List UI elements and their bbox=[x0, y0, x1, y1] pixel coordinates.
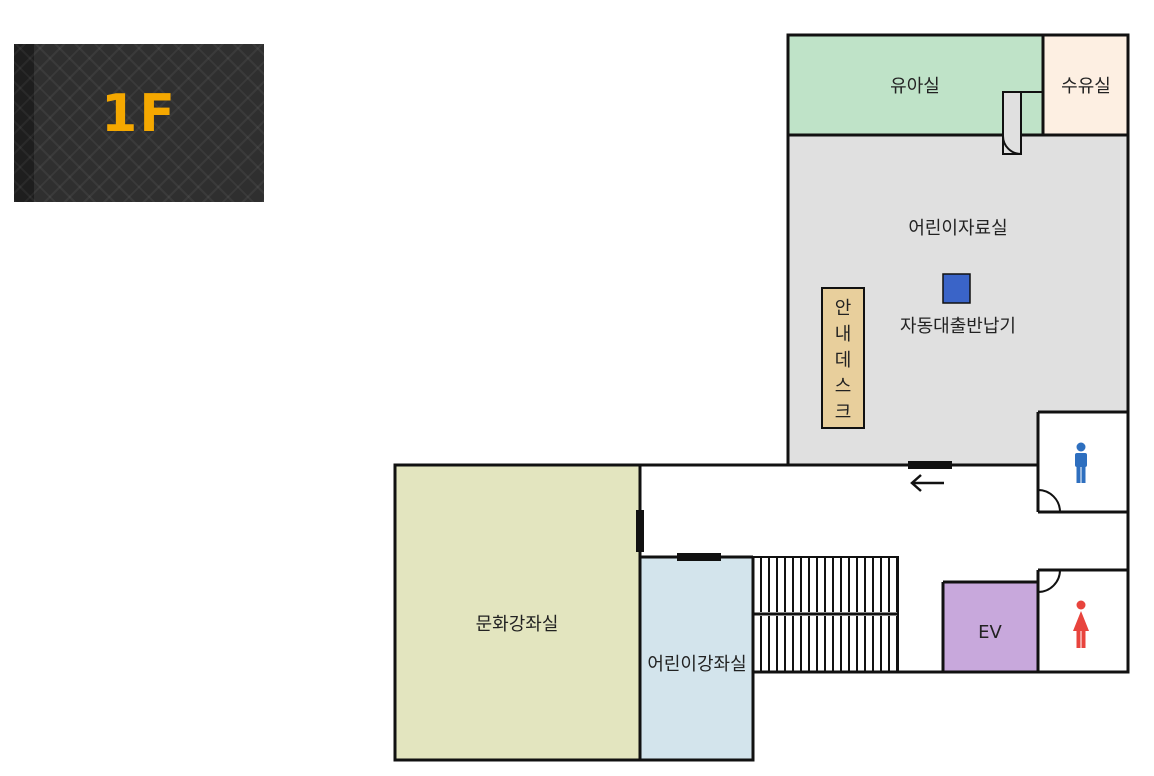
floor-label: 1F bbox=[101, 84, 177, 144]
walls bbox=[393, 33, 1130, 762]
nursing-room-label: 유아실 bbox=[890, 76, 940, 97]
breastfeeding-room[interactable] bbox=[1043, 35, 1128, 135]
info-desk-char: 스 bbox=[835, 376, 852, 397]
auto-lending-machine-label: 자동대출반납기 bbox=[900, 316, 1016, 337]
doors bbox=[636, 91, 1061, 593]
nursing-room[interactable] bbox=[788, 35, 1043, 135]
children-library-label: 어린이자료실 bbox=[908, 218, 1007, 239]
kiosk-square-icon bbox=[942, 273, 971, 304]
children-lecture-room[interactable] bbox=[640, 557, 753, 760]
elevator[interactable] bbox=[943, 582, 1038, 672]
floor-badge: 1F bbox=[14, 44, 264, 202]
culture-lecture-room[interactable] bbox=[395, 465, 640, 760]
info-desk-char: 내 bbox=[835, 324, 852, 345]
breastfeeding-room-label: 수유실 bbox=[1061, 76, 1111, 97]
info-desk-char: 크 bbox=[835, 402, 852, 423]
culture-lecture-room-label: 문화강좌실 bbox=[476, 614, 559, 635]
badge-pattern bbox=[14, 44, 264, 202]
info-desk[interactable] bbox=[821, 287, 865, 429]
elevator-label: EV bbox=[978, 622, 1002, 643]
woman-icon bbox=[1073, 600, 1089, 648]
info-desk-char: 데 bbox=[835, 350, 852, 371]
info-desk-char: 안 bbox=[835, 298, 852, 319]
arrow-left-icon bbox=[910, 474, 944, 492]
info-desk-label: 안 내 데 스 크 bbox=[835, 298, 852, 423]
staircase bbox=[752, 556, 899, 673]
badge-stripe bbox=[14, 44, 34, 202]
man-icon bbox=[1075, 442, 1087, 483]
children-lecture-room-label: 어린이강좌실 bbox=[647, 654, 746, 675]
